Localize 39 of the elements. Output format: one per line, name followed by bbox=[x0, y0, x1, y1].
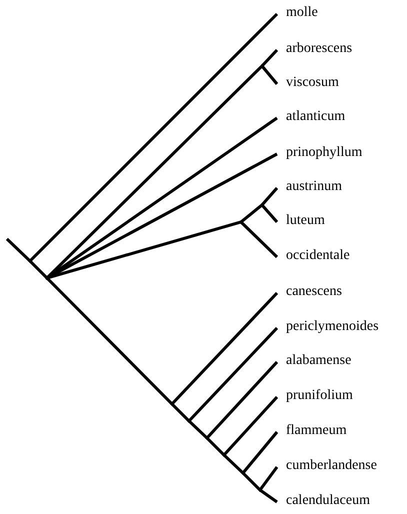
tree-branch bbox=[46, 220, 242, 280]
taxon-label: flammeum bbox=[286, 424, 347, 438]
tree-branch bbox=[6, 238, 32, 262]
branch-line bbox=[222, 396, 278, 456]
tree-branch bbox=[242, 472, 262, 492]
taxon-label: cumberlandense bbox=[286, 459, 377, 473]
branch-line bbox=[258, 466, 278, 491]
tree-branch bbox=[206, 436, 226, 456]
branch-line bbox=[260, 204, 278, 223]
taxon-label: luteum bbox=[286, 214, 325, 228]
taxon-label: molle bbox=[286, 6, 318, 20]
branch-line bbox=[170, 292, 278, 406]
tree-branch bbox=[222, 454, 244, 474]
branch-line bbox=[260, 187, 278, 206]
taxon-label: calendulaceum bbox=[286, 494, 370, 508]
branch-line bbox=[188, 326, 278, 422]
tree-branch bbox=[240, 204, 264, 224]
branch-line bbox=[28, 12, 278, 262]
tree-branch bbox=[188, 420, 208, 440]
branch-line bbox=[240, 220, 278, 258]
taxon-label: occidentale bbox=[286, 249, 350, 263]
taxon-label: prinophyllum bbox=[286, 146, 362, 160]
taxon-label: periclymenoides bbox=[286, 320, 379, 334]
taxon-label: viscosum bbox=[286, 76, 339, 90]
branch-line bbox=[259, 488, 278, 504]
branch-line bbox=[242, 431, 278, 474]
branch-line bbox=[260, 65, 278, 85]
taxon-label: canescens bbox=[286, 285, 342, 299]
branch-line bbox=[260, 48, 278, 68]
tree-branch bbox=[28, 260, 48, 280]
tree-branch bbox=[46, 64, 264, 280]
taxon-label: austrinum bbox=[286, 180, 342, 194]
tree-branch bbox=[170, 402, 190, 422]
taxon-label: atlanticum bbox=[286, 110, 346, 124]
taxon-label: arborescens bbox=[286, 42, 352, 56]
tree-branch bbox=[46, 276, 174, 406]
taxon-label: prunifolium bbox=[286, 389, 353, 403]
taxon-label: alabamense bbox=[286, 354, 352, 368]
branch-line bbox=[206, 360, 278, 440]
